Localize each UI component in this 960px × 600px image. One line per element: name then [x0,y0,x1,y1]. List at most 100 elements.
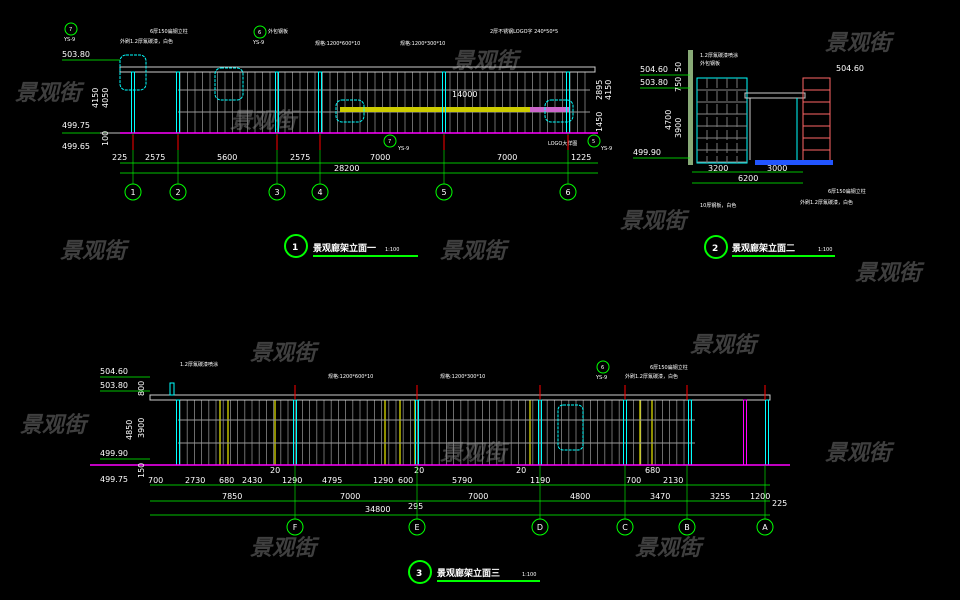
note: 2厚不锈钢LOGO字 240*50*5 [490,28,558,35]
span-dim: 2575 [145,153,165,162]
watermark: 景观街 [452,49,522,74]
note: 外包钢板 [700,60,720,67]
axis-circle [408,518,426,536]
title-circle [284,234,308,258]
vertical-dim: 4050 [101,88,110,108]
elevation-number: 1 [292,243,298,253]
axis-label: D [537,523,543,532]
end-dim: 225 [772,499,787,508]
elevation-title: 景观廊架立面二 [732,242,795,254]
vertical-dim: 800 [137,381,146,396]
wall-hatch [688,50,693,165]
axis-label: F [293,523,298,532]
elevation-number: 2 [712,244,718,254]
panel-bars [179,400,692,465]
detail-dim: 20 [414,466,424,475]
elevation-3: 1.2厚氟碳漆喷涂 规格:1200*600*10 规格:1200*300*10 … [90,360,790,584]
elevation-2: 504.60 503.80 499.90 504.60 4700 3900 75… [633,50,866,259]
level-mark: 503.80 [100,381,128,390]
total-dim: 6200 [738,174,758,183]
posts [131,71,570,134]
axis-label: C [622,523,628,532]
span-dim: 5600 [217,153,237,162]
elevation-title: 景观廊架立面三 [437,567,500,579]
post [318,71,322,134]
title-circle [704,235,728,259]
vertical-dim: 3900 [137,418,146,438]
axis-label: A [762,523,768,532]
note: 外包钢板 [268,28,288,35]
vertical-dim: 2895 [595,80,604,100]
level-mark: 499.90 [100,449,128,458]
vertical-dim: 4150 [91,88,100,108]
annotations: 7 YS-9 6厚150扁钢立柱 外刷1.2厚氟碳漆，白色 6 YS-9 外包钢… [63,22,612,152]
callout-number: 6 [601,365,604,371]
axis-label: E [414,523,419,532]
axis-label: 2 [175,188,180,197]
note: 外刷1.2厚氟碳漆，白色 [800,199,853,206]
level-mark: 499.75 [100,475,128,484]
watermarks: 景观街 景观街 景观街 景观街 景观街 景观街 景观街 景观街 景观街 景观街 … [15,31,925,561]
span-dim: 1200 [750,492,770,501]
callout-number: 6 [258,30,261,36]
axis-circle [124,183,142,201]
axis-circle [756,518,774,536]
watermark: 景观街 [825,441,895,466]
detail-dim: 680 [219,476,234,485]
level-mark: 499.90 [633,148,661,157]
note: LOGO大样图 [548,140,577,147]
detail-dim: 4795 [322,476,342,485]
watermark: 景观街 [635,536,705,561]
post [131,71,135,134]
watermark: 景观街 [250,341,320,366]
vertical-dim: 3900 [674,118,683,138]
elevation-title: 景观廊架立面一 [313,242,376,254]
elevation-number: 3 [416,569,422,579]
detail-bubble [119,54,147,91]
vertical-dim: 150 [137,463,146,478]
detail-bubble [214,67,244,101]
callout-sheet: YS-9 [252,40,264,46]
watermark: 景观街 [15,81,85,106]
axis-circle [286,518,304,536]
vertical-dim: 100 [101,131,110,146]
note: 6厚150扁钢立柱 [150,28,188,35]
total-dim: 34800 [365,505,390,514]
span-dim: 3470 [650,492,670,501]
vertical-dim: 50 [674,62,683,72]
watermark: 景观街 [620,209,690,234]
total-dim: 28200 [334,164,359,173]
note: 规格:1200*300*10 [440,373,485,380]
callout-sheet: YS-9 [63,37,75,43]
elevation-scale: 1:100 [818,247,832,253]
elevation-1: 7 YS-9 6厚150扁钢立柱 外刷1.2厚氟碳漆，白色 6 YS-9 外包钢… [62,22,613,258]
detail-bubble [335,99,365,123]
span-dim: 295 [408,502,423,511]
top-beam [119,66,596,73]
level-mark: 499.65 [62,142,90,151]
note: 规格:1200*600*10 [328,373,373,380]
callout-sheet: YS-9 [600,146,612,152]
span-dim: 7000 [468,492,488,501]
post [566,71,570,134]
span-dim: 225 [112,153,127,162]
detail-dim: 700 [626,476,641,485]
axis-circle [268,183,286,201]
logo-strip [340,107,570,112]
top-beam [149,394,771,401]
post [688,399,692,466]
base-slab [755,160,833,165]
span-dim: 1225 [571,153,591,162]
post [415,399,419,466]
note: 规格:1200*300*10 [400,40,445,47]
span-dim: 7850 [222,492,242,501]
post [176,399,180,466]
beam [744,92,806,99]
post [765,399,769,466]
axis-label: 3 [274,188,279,197]
axis-circle [435,183,453,201]
